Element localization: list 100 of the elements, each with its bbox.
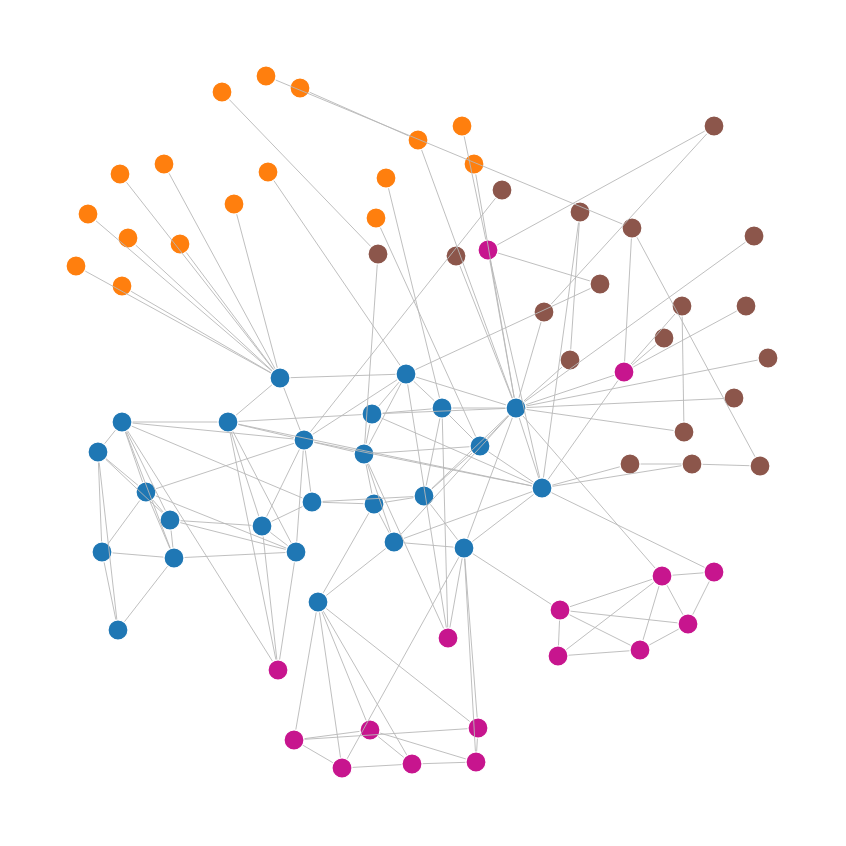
edge-line [642, 585, 660, 641]
edge-line [135, 244, 273, 372]
edge-line [149, 501, 171, 549]
edge-line [558, 620, 560, 646]
graph-node [301, 491, 323, 513]
edge-line [413, 380, 435, 402]
edge-line [471, 494, 535, 542]
edge-line [95, 220, 273, 372]
edge-line [525, 374, 615, 406]
edge-line [489, 259, 541, 479]
graph-node [469, 435, 491, 457]
edge-line [105, 458, 163, 514]
graph-node [413, 485, 435, 507]
graph-node [359, 719, 381, 741]
edge-line [666, 584, 684, 616]
edge-line [449, 415, 473, 439]
edge-line [464, 558, 476, 752]
edge-line [524, 241, 746, 403]
edge-line [631, 344, 657, 366]
graph-node [653, 327, 675, 349]
graph-node [117, 227, 139, 249]
edge-line [352, 764, 402, 768]
graph-node [531, 477, 553, 499]
edge-line [304, 730, 360, 740]
graph-node [111, 411, 133, 433]
graph-node [217, 411, 239, 433]
edge-line [430, 503, 458, 541]
graph-node [375, 167, 397, 189]
edge-line [237, 423, 533, 487]
edge-line [636, 236, 756, 458]
graph-node [211, 81, 233, 103]
edge-line [550, 133, 708, 305]
edge-line [518, 321, 542, 399]
edge-line [168, 172, 276, 370]
edge-line [112, 552, 164, 558]
edge-line [702, 463, 750, 467]
graph-node [491, 179, 513, 201]
edge-line [382, 408, 432, 414]
graph-node [621, 217, 643, 239]
edge-line [467, 417, 513, 539]
edge-line [672, 572, 704, 576]
edge-line [425, 417, 441, 487]
edge-line [125, 431, 171, 549]
graph-node [283, 729, 305, 751]
edge-line [279, 562, 295, 660]
edge-line [431, 414, 509, 490]
edge-line [179, 522, 287, 550]
graph-node [671, 295, 693, 317]
edge-line [381, 417, 533, 485]
edge-line [290, 373, 396, 379]
edge-line [155, 495, 287, 549]
edge-line [322, 501, 364, 505]
edge-line [304, 728, 468, 740]
edge-line [476, 738, 478, 752]
graph-node [451, 115, 473, 137]
edge-line [489, 260, 515, 398]
graph-node [437, 627, 459, 649]
edge-line [322, 512, 370, 594]
graph-node [463, 153, 485, 175]
edge-line [565, 582, 655, 650]
graph-node [367, 243, 389, 265]
edge-line [125, 431, 143, 483]
edge-line [296, 450, 304, 542]
graph-node [107, 619, 129, 641]
edge-line [400, 415, 510, 535]
edge-line [431, 452, 473, 490]
graph-node [673, 421, 695, 443]
edge-line [269, 532, 289, 547]
edge-line [379, 732, 467, 760]
graph-node [533, 301, 555, 323]
edge-line [313, 441, 533, 487]
edge-line [377, 736, 405, 758]
graph-node [465, 751, 487, 773]
graph-node [91, 541, 113, 563]
graph-node [569, 201, 591, 223]
edge-line [378, 381, 400, 407]
edge-line [525, 359, 759, 407]
edge-line [319, 612, 341, 758]
edge-line [103, 561, 117, 621]
edge-line [449, 558, 463, 629]
edge-line [463, 135, 487, 241]
edge-line [496, 130, 706, 246]
graph-node [293, 429, 315, 451]
graph-node [703, 561, 725, 583]
edge-line [365, 423, 371, 445]
edge-line [105, 458, 139, 486]
edge-line [681, 316, 685, 422]
edge-line [130, 290, 272, 374]
graph-node [383, 531, 405, 553]
graph-node [677, 613, 699, 635]
edge-line [131, 425, 303, 499]
edge-line [312, 379, 398, 435]
edge-line [551, 466, 621, 486]
edge-line [379, 227, 477, 437]
edge-line [518, 417, 540, 479]
graph-node [331, 757, 353, 779]
edge-line [325, 608, 471, 722]
graph-node [365, 207, 387, 229]
edge-line [384, 497, 414, 503]
graph-node [169, 233, 191, 255]
